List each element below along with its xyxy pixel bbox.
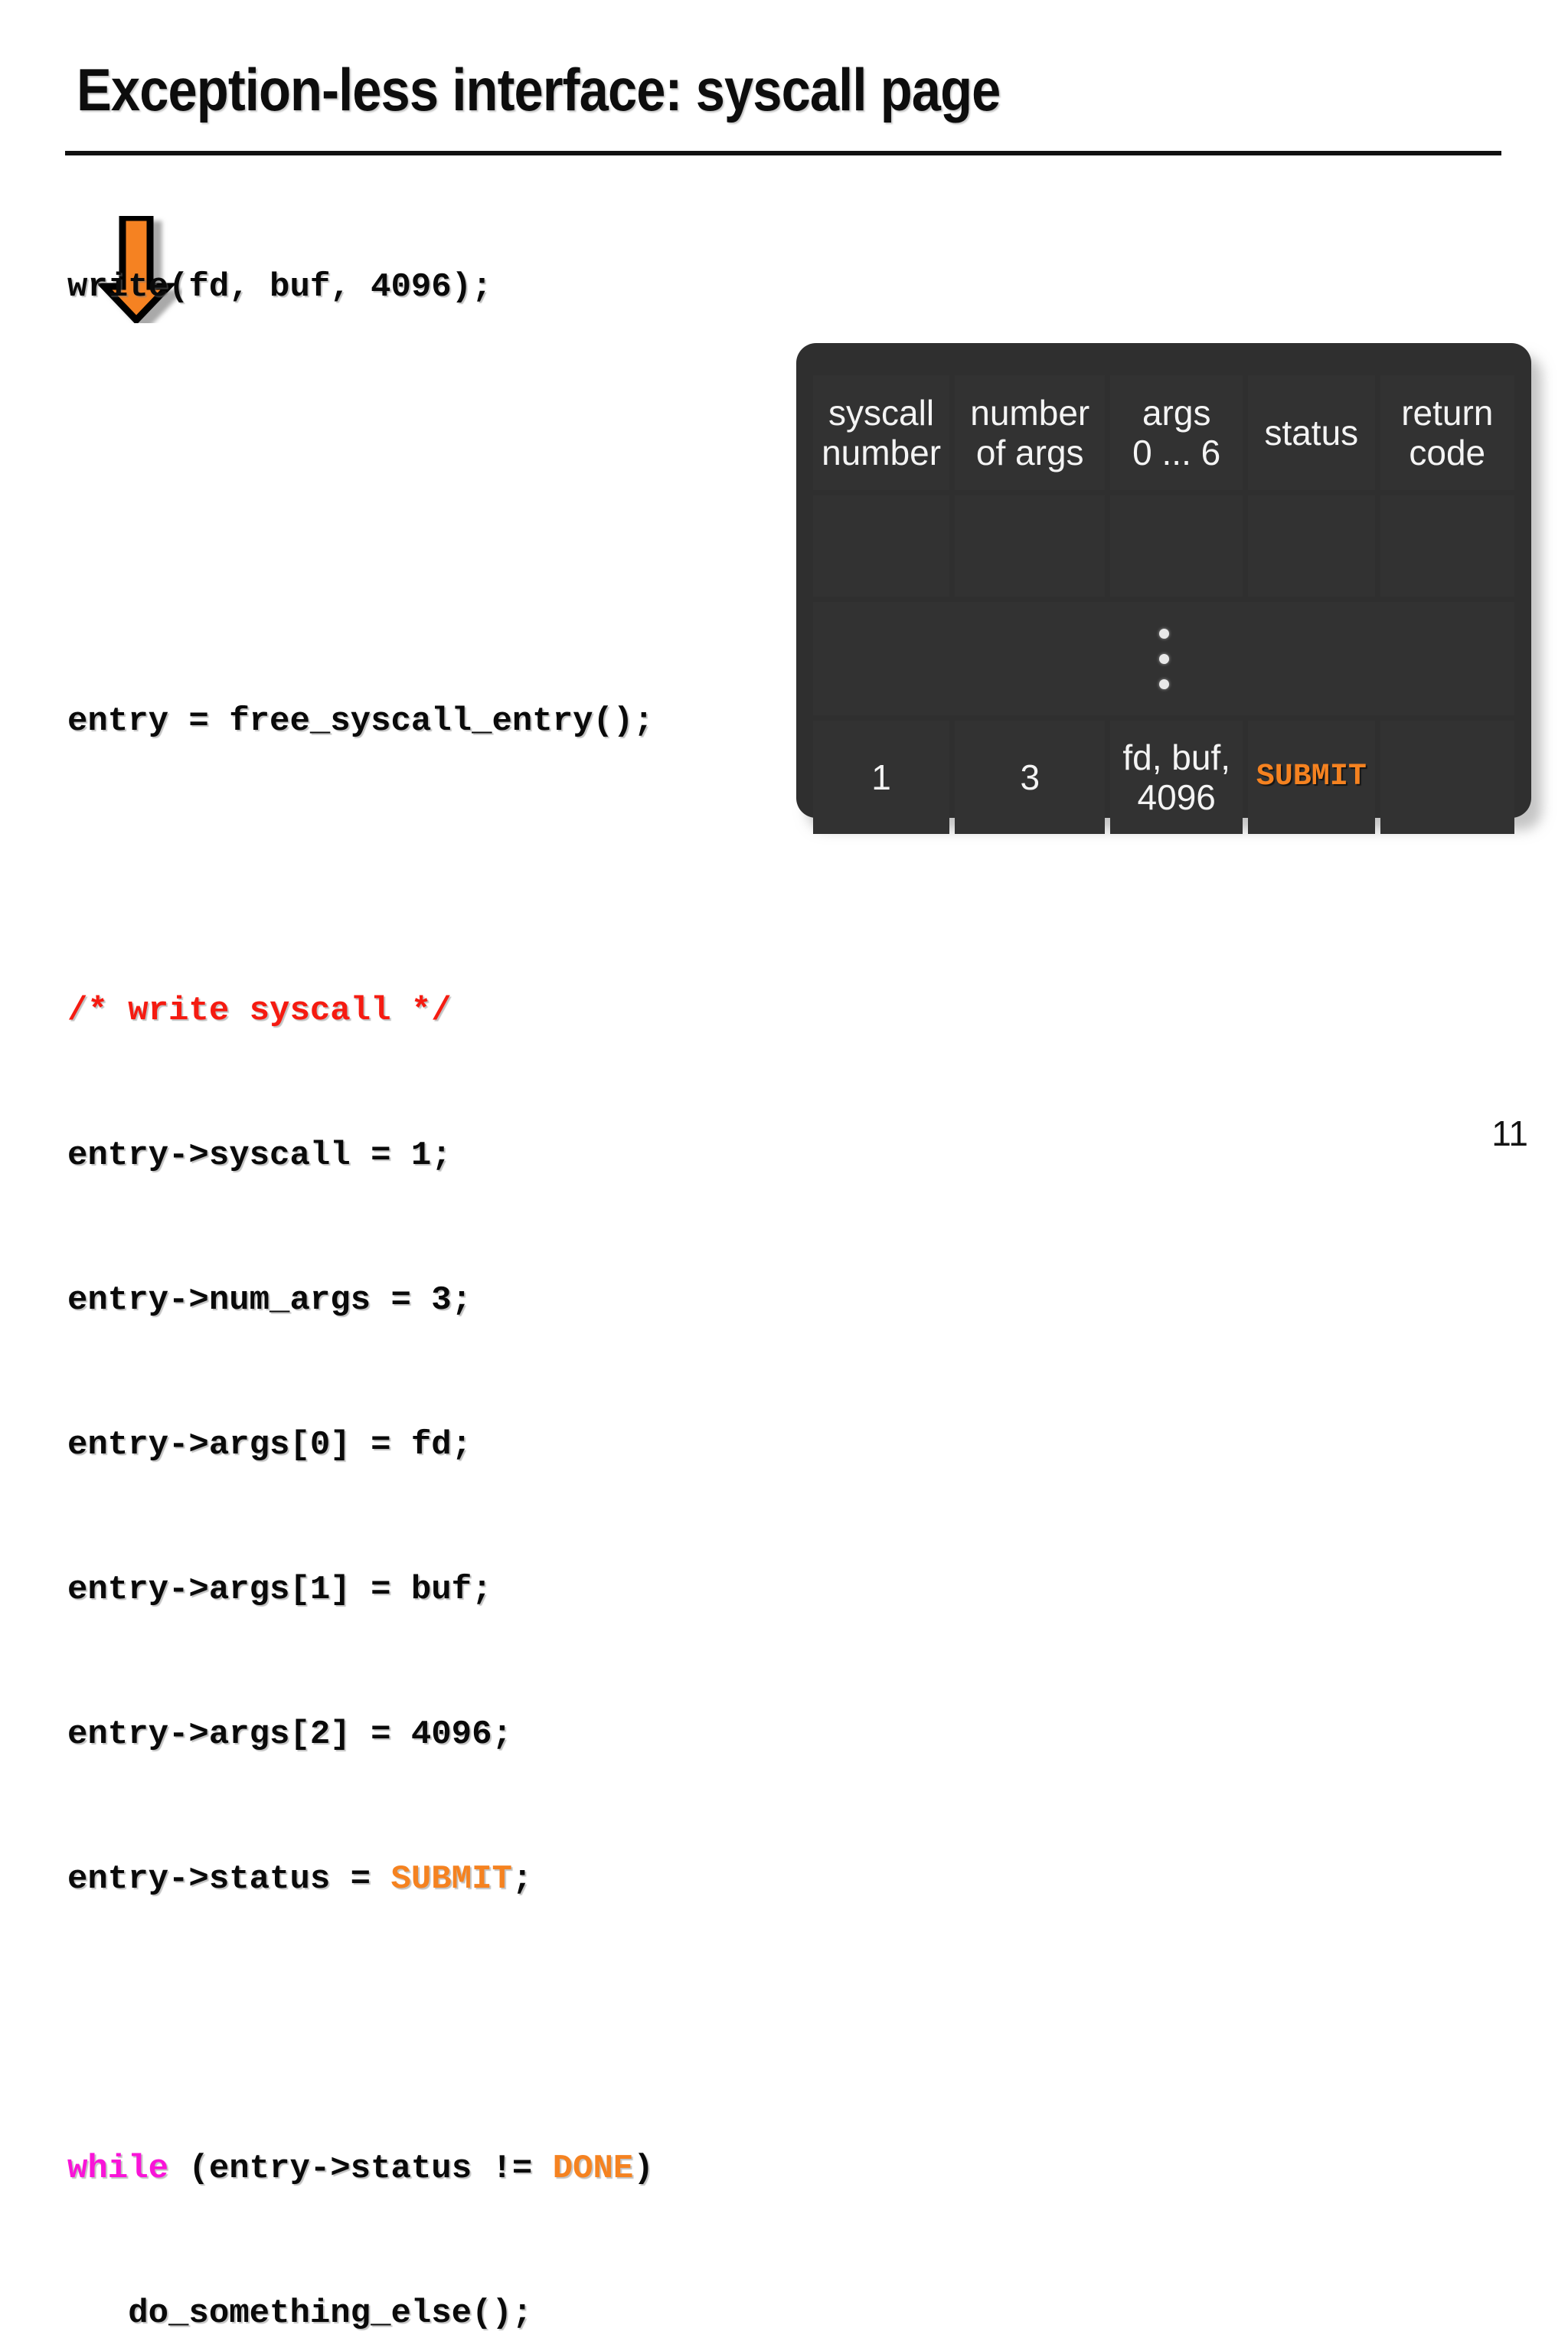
cell-return-code <box>1380 495 1514 597</box>
cell-number-of-args <box>955 495 1106 597</box>
ellipsis-dot <box>1158 653 1169 664</box>
code-text: do_something_else(); <box>67 2294 533 2333</box>
code-listing: write(fd, buf, 4096); entry = free_sysca… <box>67 167 654 2351</box>
cell-return-code <box>1380 721 1514 834</box>
code-text: entry->syscall = 1; <box>67 1136 452 1175</box>
code-text: entry->args[2] = 4096; <box>67 1715 512 1754</box>
keyword-done: DONE <box>552 2150 634 2188</box>
table-row: 1 3 fd, buf,4096 SUBMIT <box>813 721 1514 834</box>
code-line-comment: /* write syscall */ <box>67 987 654 1035</box>
code-text: entry->args[0] = fd; <box>67 1426 472 1464</box>
status-badge: SUBMIT <box>1256 760 1367 794</box>
code-line-blank-1 <box>67 408 654 456</box>
code-line-write-call: write(fd, buf, 4096); <box>67 263 654 312</box>
code-line-set-num-args: entry->num_args = 3; <box>67 1277 654 1325</box>
code-line-blank-2 <box>67 553 654 601</box>
cell-args <box>1110 495 1243 597</box>
code-line-do-something-else: do_something_else(); <box>67 2290 654 2338</box>
code-line-set-args1: entry->args[1] = buf; <box>67 1566 654 1614</box>
page-title: Exception-less interface: syscall page <box>77 56 1001 123</box>
cell-syscall-number: 1 <box>813 721 950 834</box>
code-line-blank-4 <box>67 2000 654 2049</box>
code-line-set-status: entry->status = SUBMIT; <box>67 1856 654 1904</box>
vertical-ellipsis-icon <box>813 602 1514 715</box>
code-text: write(fd, buf, 4096); <box>67 268 492 306</box>
code-text: entry->num_args = 3; <box>67 1281 472 1319</box>
cell-syscall-number <box>813 495 950 597</box>
table-row <box>813 495 1514 597</box>
code-text: entry->args[1] = buf; <box>67 1571 492 1609</box>
keyword-while: while <box>67 2150 169 2188</box>
table-ellipsis-row <box>813 602 1514 715</box>
keyword-submit: SUBMIT <box>390 1860 512 1898</box>
code-comment: /* write syscall */ <box>67 992 452 1030</box>
cell-status: SUBMIT <box>1248 721 1375 834</box>
ellipsis-dot <box>1158 678 1169 689</box>
code-text: ) <box>633 2150 654 2188</box>
down-arrow-icon <box>96 214 182 325</box>
title-divider <box>65 151 1501 155</box>
column-header-status: status <box>1248 375 1375 490</box>
cell-status <box>1248 495 1375 597</box>
code-line-while: while (entry->status != DONE) <box>67 2145 654 2193</box>
code-line-set-syscall: entry->syscall = 1; <box>67 1132 654 1180</box>
code-text: entry = free_syscall_entry(); <box>67 702 654 741</box>
code-line-blank-3 <box>67 842 654 891</box>
code-line-free-entry: entry = free_syscall_entry(); <box>67 698 654 746</box>
code-text: (entry->status != <box>168 2150 553 2188</box>
code-text: ; <box>511 1860 533 1898</box>
code-line-set-args2: entry->args[2] = 4096; <box>67 1711 654 1759</box>
cell-args: fd, buf,4096 <box>1110 721 1243 834</box>
cell-number-of-args: 3 <box>955 721 1106 834</box>
code-text: entry->status = <box>67 1860 391 1898</box>
page-number: 11 <box>1491 1113 1528 1153</box>
code-line-set-args0: entry->args[0] = fd; <box>67 1421 654 1470</box>
ellipsis-dot <box>1158 628 1169 639</box>
